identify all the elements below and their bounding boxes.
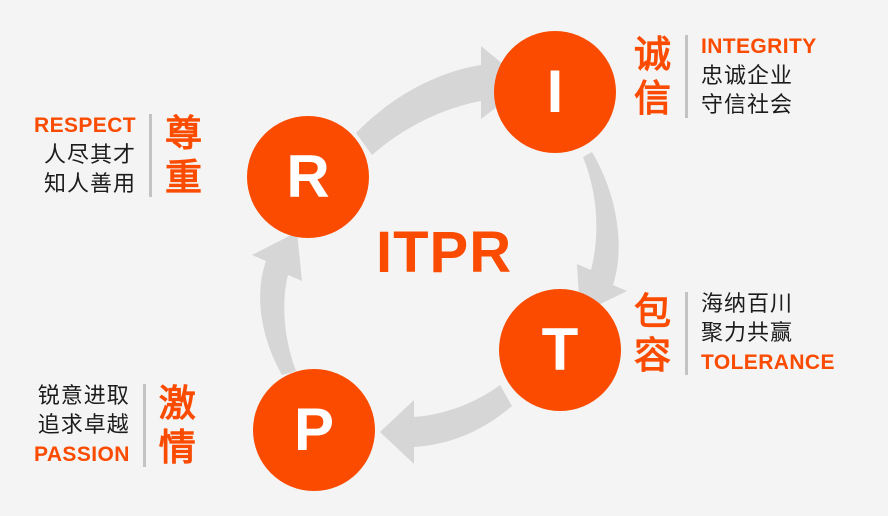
respect-line-2: 知人善用 [43, 171, 136, 197]
integrity-detail: INTEGRITY 忠诚企业 守信社会 [701, 33, 817, 120]
passion-detail: 锐意进取 追求卓越 PASSION [34, 382, 130, 469]
tolerance-line-1: 海纳百川 [701, 292, 794, 318]
respect-divider [149, 114, 152, 198]
node-letter-p: P [293, 396, 335, 463]
tolerance-english-label: TOLERANCE [701, 350, 835, 374]
arrow-i-to-t-icon [577, 152, 627, 314]
passion-line-1: 锐意进取 [37, 384, 130, 410]
value-block-respect: RESPECT 人尽其才 知人善用 尊 重 [34, 112, 203, 199]
respect-chinese-title-char-1: 尊 [165, 112, 203, 155]
tolerance-detail: 海纳百川 聚力共赢 TOLERANCE [701, 290, 835, 377]
passion-divider [142, 384, 146, 468]
passion-line-2: 追求卓越 [37, 413, 130, 439]
passion-chinese-title-char-2: 情 [158, 425, 197, 469]
tolerance-chinese-title-char-1: 包 [634, 290, 672, 333]
passion-chinese-title: 激 情 [159, 382, 197, 469]
value-block-tolerance: 包 容 海纳百川 聚力共赢 TOLERANCE [634, 290, 835, 377]
center-acronym-label: ITPR [376, 220, 513, 285]
integrity-chinese-title: 诚 信 [634, 33, 672, 120]
integrity-english-label: INTEGRITY [701, 35, 817, 59]
arrow-t-to-p-icon [380, 385, 512, 464]
tolerance-chinese-title-char-2: 容 [634, 333, 672, 377]
arrow-p-to-r-icon [252, 232, 302, 375]
node-circle-integrity[interactable]: I [494, 31, 616, 153]
integrity-line-1: 忠诚企业 [701, 63, 794, 89]
tolerance-chinese-title: 包 容 [634, 290, 672, 377]
respect-line-1: 人尽其才 [43, 142, 136, 168]
value-block-passion: 锐意进取 追求卓越 PASSION 激 情 [34, 382, 197, 469]
node-letter-t: T [541, 316, 579, 383]
respect-detail: RESPECT 人尽其才 知人善用 [34, 112, 136, 199]
passion-chinese-title-char-1: 激 [158, 382, 197, 425]
tolerance-line-2: 聚力共赢 [701, 321, 794, 347]
respect-chinese-title: 尊 重 [165, 112, 203, 199]
node-circle-tolerance[interactable]: T [499, 289, 621, 411]
integrity-line-2: 守信社会 [701, 92, 794, 118]
node-circle-respect[interactable]: R [247, 116, 369, 238]
integrity-chinese-title-char-2: 信 [634, 76, 672, 120]
respect-english-label: RESPECT [34, 114, 136, 138]
node-letter-r: R [286, 143, 330, 210]
node-circle-passion[interactable]: P [253, 369, 375, 491]
integrity-divider [685, 35, 688, 119]
tolerance-divider [685, 292, 688, 376]
respect-chinese-title-char-2: 重 [165, 155, 203, 199]
passion-english-label: PASSION [34, 442, 130, 466]
node-letter-i: I [546, 58, 564, 125]
integrity-chinese-title-char-1: 诚 [634, 33, 672, 76]
value-block-integrity: 诚 信 INTEGRITY 忠诚企业 守信社会 [634, 33, 817, 120]
